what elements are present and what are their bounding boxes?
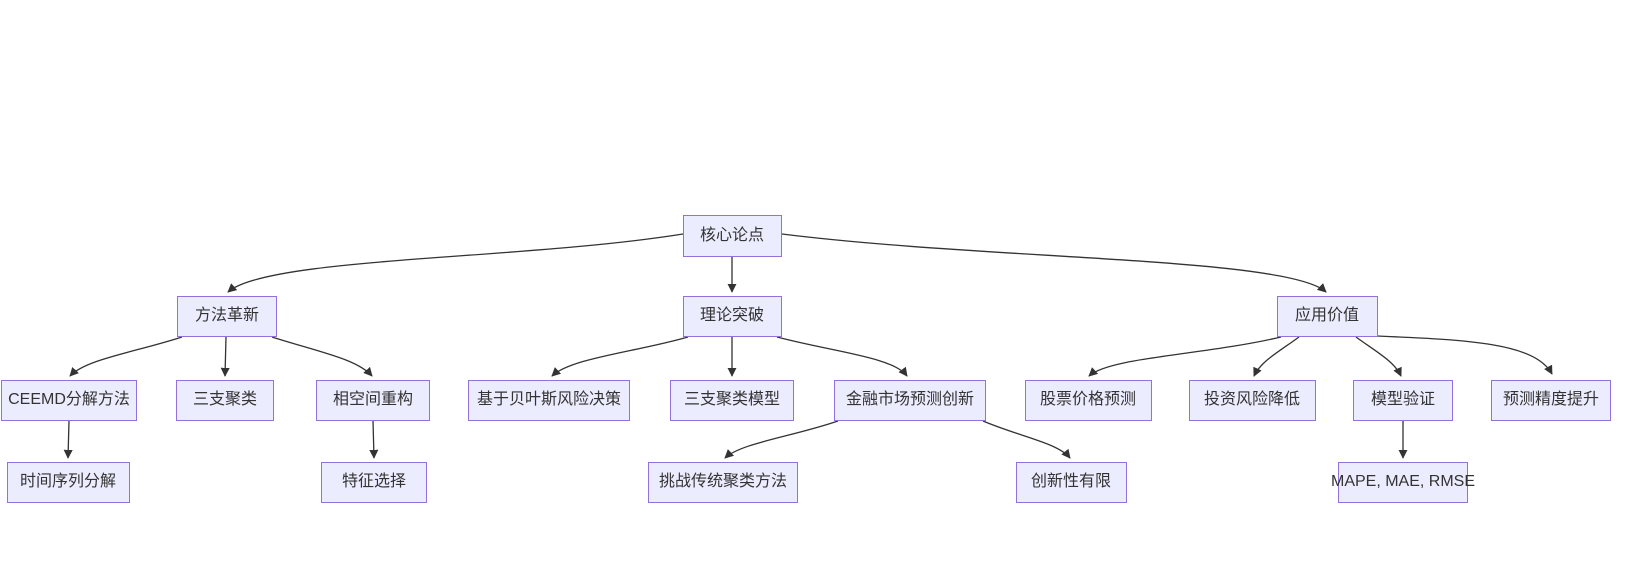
node-investment-risk-reduction: 投资风险降低 <box>1188 379 1316 421</box>
node-error-metrics: MAPE, MAE, RMSE <box>1331 461 1475 503</box>
edge-method-innovation-to-three-way-clustering <box>220 336 230 377</box>
node-label: CEEMD分解方法 <box>8 391 130 409</box>
edge-method-innovation-to-ceemd-decomposition <box>69 336 183 377</box>
node-application-value: 应用价值 <box>1276 295 1378 337</box>
edge-theory-breakthrough-to-financial-market-forecast-innovation <box>776 336 908 377</box>
edge-financial-market-forecast-innovation-to-limited-novelty <box>982 420 1071 459</box>
node-label: 应用价值 <box>1294 307 1359 325</box>
edge-theory-breakthrough-to-bayesian-risk-decision <box>551 336 689 377</box>
node-label: 挑战传统聚类方法 <box>658 473 787 491</box>
edge-core-thesis-to-application-value <box>781 233 1327 293</box>
node-financial-market-forecast-innovation: 金融市场预测创新 <box>834 379 986 421</box>
node-label: 特征选择 <box>341 473 406 491</box>
node-label: MAPE, MAE, RMSE <box>1330 473 1476 491</box>
node-core-thesis: 核心论点 <box>682 215 782 257</box>
node-label: 方法革新 <box>194 307 259 325</box>
node-theory-breakthrough: 理论突破 <box>682 295 782 337</box>
node-limited-novelty: 创新性有限 <box>1015 461 1127 503</box>
node-ceemd-decomposition: CEEMD分解方法 <box>1 379 137 421</box>
edge-financial-market-forecast-innovation-to-challenge-traditional-clustering <box>724 420 839 459</box>
node-label: 基于贝叶斯风险决策 <box>476 391 621 409</box>
node-prediction-accuracy-improvement: 预测精度提升 <box>1491 379 1611 421</box>
edge-phase-space-reconstruction-to-feature-selection <box>369 420 379 459</box>
node-label: 核心论点 <box>699 227 764 245</box>
node-three-way-clustering-model: 三支聚类模型 <box>670 379 794 421</box>
node-phase-space-reconstruction: 相空间重构 <box>316 379 430 421</box>
node-label: 模型验证 <box>1370 391 1435 409</box>
edge-ceemd-decomposition-to-time-series-decomposition <box>63 420 73 459</box>
edge-application-value-to-model-validation <box>1355 336 1402 377</box>
node-method-innovation: 方法革新 <box>177 295 277 337</box>
node-feature-selection: 特征选择 <box>321 461 427 503</box>
node-label: 理论突破 <box>699 307 764 325</box>
node-stock-price-prediction: 股票价格预测 <box>1024 379 1152 421</box>
node-three-way-clustering: 三支聚类 <box>176 379 274 421</box>
node-label: 投资风险降低 <box>1203 391 1300 409</box>
node-label: 股票价格预测 <box>1039 391 1136 409</box>
node-label: 预测精度提升 <box>1502 391 1599 409</box>
edge-application-value-to-prediction-accuracy-improvement <box>1376 335 1553 375</box>
edge-core-thesis-to-method-innovation <box>227 233 684 293</box>
node-label: 创新性有限 <box>1030 473 1111 491</box>
node-label: 金融市场预测创新 <box>845 391 974 409</box>
node-challenge-traditional-clustering: 挑战传统聚类方法 <box>648 461 798 503</box>
node-label: 时间序列分解 <box>19 473 116 491</box>
edge-application-value-to-stock-price-prediction <box>1088 336 1282 377</box>
edge-application-value-to-investment-risk-reduction <box>1253 336 1300 377</box>
node-label: 相空间重构 <box>332 391 413 409</box>
edge-method-innovation-to-phase-space-reconstruction <box>271 336 373 377</box>
node-label: 三支聚类 <box>192 391 257 409</box>
node-bayesian-risk-decision: 基于贝叶斯风险决策 <box>468 379 630 421</box>
node-model-validation: 模型验证 <box>1353 379 1453 421</box>
node-label: 三支聚类模型 <box>683 391 780 409</box>
node-time-series-decomposition: 时间序列分解 <box>6 461 130 503</box>
